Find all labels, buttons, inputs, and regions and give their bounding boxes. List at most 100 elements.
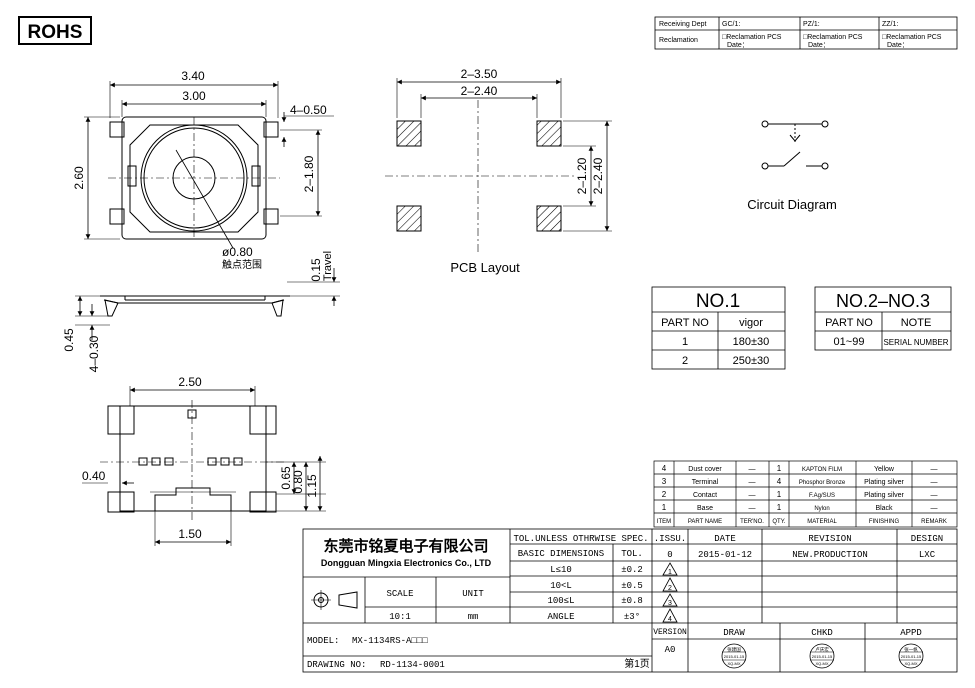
stamp-name: 张一帆 [904,646,918,653]
no1-header-vigor: vigor [739,317,763,329]
no2-title: NO.2–NO.3 [836,291,930,311]
bom-finishing: Yellow [874,466,895,473]
stamp-name: 卢庆宏 [815,646,829,653]
bom-header-finishing: FINISHING [869,519,900,525]
circuit-diagram-label: Circuit Diagram [747,197,837,212]
zz-label: ZZ/1: [882,21,898,28]
bom-remark: — [931,505,938,512]
tol-range-angle: ANGLE [547,612,574,622]
revision-mark-2: 2 [668,585,672,592]
gc-label: GC/1: [722,21,740,28]
no2-table [814,286,952,351]
dim-2-2-40-vertical: 2–2.40 [591,157,605,194]
basic-dimensions-label: BASIC DIMENSIONS [518,549,604,559]
dim-2-2-40-horizontal: 2–2.40 [461,84,498,98]
bom-table [653,460,958,528]
no1-row1-part: 1 [682,336,688,348]
bom-header-item: ITEM [657,519,671,525]
scale-value: 10:1 [389,612,411,622]
dim-2-50: 2.50 [178,375,202,389]
reclamation-2: □Reclamation PCS [803,34,863,41]
revision-mark-3: 3 [668,600,672,607]
dim-4-0-30: 4–0.30 [87,335,101,372]
tol-value-3: ±0.8 [621,596,643,606]
contact-range-label: 触点范围 [222,258,262,271]
date-label: DATE [714,534,736,544]
draw-label: DRAW [723,628,745,638]
bom-qty: 4 [777,477,782,486]
scale-label: SCALE [386,589,413,599]
stamp-name: 张建国 [727,646,741,653]
reclamation-1: □Reclamation PCS [722,34,782,41]
bom-material: KAPTON FILM [802,467,842,473]
tol-range-1: L≤10 [550,565,572,575]
tol-value-2: ±0.5 [621,581,643,591]
bom-finishing: Plating silver [864,479,904,486]
bom-header-remark: REMARK [921,519,947,525]
dim-3-00: 3.00 [182,89,206,103]
date-1: Date： [727,42,749,49]
design-value: LXC [919,550,936,560]
bom-item: 3 [662,477,667,486]
travel-label: Travel [322,251,334,281]
dim-0-65: 0.65 [279,466,293,490]
date-value: 2015-01-12 [698,550,752,560]
dim-2-1-20: 2–1.20 [575,157,589,194]
bom-terminal-no: — [749,479,756,486]
revision-mark-4: 4 [668,616,672,623]
top-view [84,81,334,249]
stamp-code: XQ-MX [904,661,917,666]
bom-terminal-no: — [749,492,756,499]
stamp-code: XQ-MX [815,661,828,666]
pcb-layout [385,78,612,252]
bom-part-name: Contact [693,492,717,499]
dim-1-50: 1.50 [178,527,202,541]
no1-row2-vigor: 250±30 [733,355,770,367]
receiving-dept-label: Receiving Dept [659,21,707,28]
bom-material: Phosphor Bronze [799,480,846,486]
design-label: DESIGN [911,534,943,544]
stamp-draw: 张建国 2015-01-15 XQ-MX [721,643,747,669]
unit-value: mm [468,612,479,622]
bom-remark: — [931,492,938,499]
bom-row-1: 1 Base — 1 Nylon Black — [662,503,938,512]
drawing-no-value: RD-1134-0001 [380,660,445,670]
bom-header-material: MATERIAL [807,519,837,525]
bom-qty: 1 [777,490,782,499]
bom-header-part-name: PART NAME [688,519,722,525]
tol-value-angle: ±3° [624,612,640,622]
stamp-code: XQ-MX [727,661,740,666]
bom-qty: 1 [777,503,782,512]
dim-1-15: 1.15 [305,474,319,498]
bom-item: 2 [662,490,667,499]
no2-row-note: SERIAL NUMBER [883,338,948,347]
page-number: 第1页 [624,657,650,670]
revision-marks [662,562,678,623]
version-label: VERSION [653,628,687,637]
dim-0-15: 0.15 [309,258,323,282]
dim-2-60: 2.60 [72,166,86,190]
version-value: A0 [665,645,676,655]
bom-remark: — [931,479,938,486]
tol-label: TOL. [621,549,643,559]
reclamation-3: □Reclamation PCS [882,34,942,41]
no2-header-note: NOTE [901,317,932,329]
bom-material: Nylon [814,506,829,512]
stamp-date: 2015-01-15 [901,654,922,659]
dim-0-80: ø0.80 [222,245,253,259]
bom-header-terminal: TER'NO. [740,519,764,525]
bom-material: F.Ag/SUS [809,493,835,499]
bom-finishing: Plating silver [864,492,904,499]
model-label: MODEL: [307,636,339,646]
bottom-view [82,386,326,546]
dim-0-80-bottom: 0.80 [291,470,305,494]
no1-header-part: PART NO [661,317,709,329]
no2-row-part: 01~99 [834,336,865,348]
bom-item: 4 [662,464,667,473]
chkd-label: CHKD [811,628,833,638]
date-3: Date： [887,42,909,49]
bom-row-2: 2 Contact — 1 F.Ag/SUS Plating silver — [662,490,938,499]
title-block-grid [302,528,958,673]
rohs-label: ROHS [28,22,83,43]
